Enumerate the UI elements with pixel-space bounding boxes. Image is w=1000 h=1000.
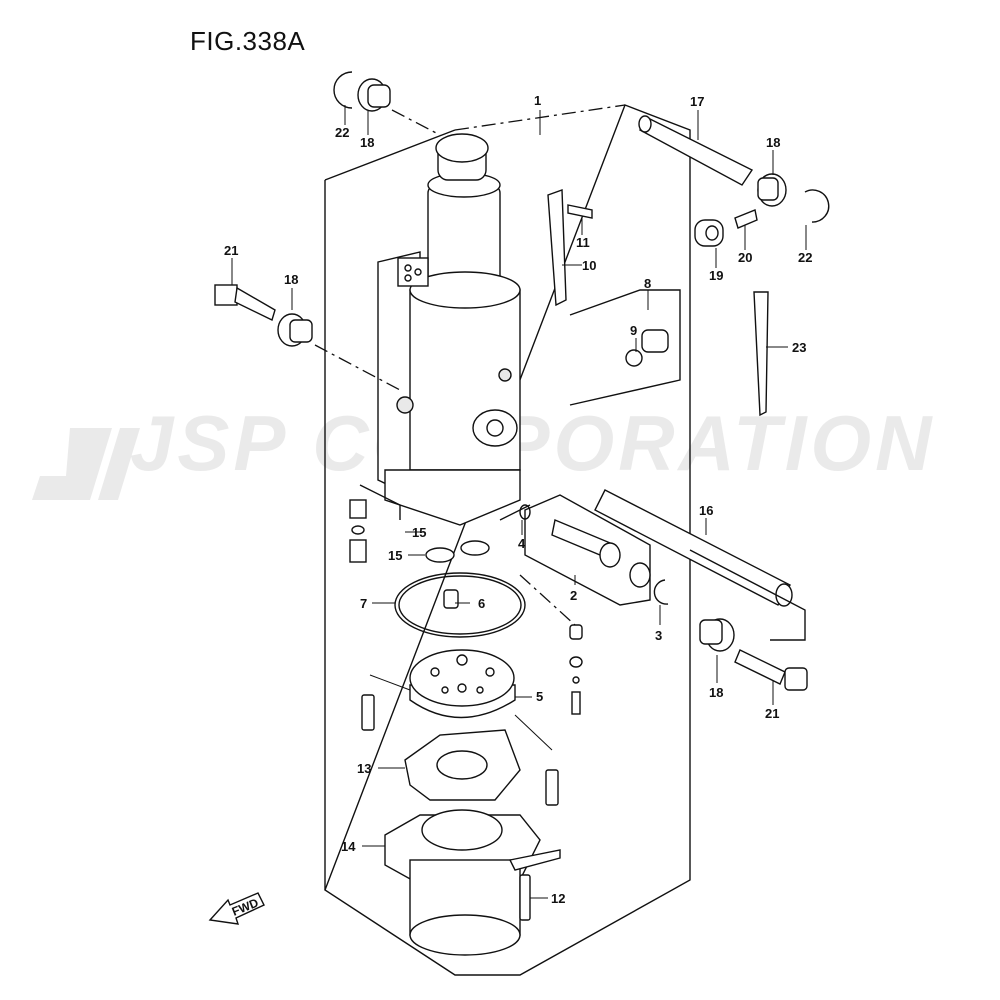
callout-4: 4 (518, 536, 526, 551)
callout-5: 5 (536, 689, 543, 704)
callout-22: 22 (335, 125, 349, 140)
callout-13: 13 (357, 761, 371, 776)
motor-14 (384, 809, 561, 956)
shaft-16 (594, 489, 793, 607)
callout-14: 14 (341, 839, 356, 854)
bolt-21-left (214, 284, 276, 321)
screw-12 (519, 874, 531, 921)
callout-18: 18 (360, 135, 374, 150)
callout-17: 17 (690, 94, 704, 109)
callout-11: 11 (576, 235, 590, 250)
callout-15: 15 (412, 525, 426, 540)
callout-10: 10 (582, 258, 596, 273)
callout-21: 21 (765, 706, 779, 721)
fwd-arrow-icon (208, 892, 265, 925)
callout-20: 20 (738, 250, 752, 265)
callout-18: 18 (709, 685, 723, 700)
plug-8 (625, 329, 669, 367)
spacer-19 (694, 219, 724, 247)
assembly-outline (324, 104, 691, 976)
watermark: JSP CORPORATION (32, 399, 935, 500)
trim-cylinder (377, 133, 521, 526)
pump-5 (409, 649, 516, 719)
callout-18: 18 (766, 135, 780, 150)
bushing-18-lower (699, 618, 735, 652)
callout-7: 7 (360, 596, 367, 611)
fwd-arrow: FWD (208, 892, 265, 925)
callout-8: 8 (644, 276, 651, 291)
pump-screw-right (545, 769, 559, 806)
bushing-top-left (333, 71, 391, 112)
o-ring-15-b (349, 539, 367, 563)
figure-title: FIG.338A (190, 26, 306, 56)
callout-3: 3 (655, 628, 662, 643)
callout-21: 21 (224, 243, 238, 258)
o-ring-7 (394, 572, 526, 638)
callout-15: 15 (388, 548, 402, 563)
callout-23: 23 (792, 340, 806, 355)
pump-screw-left (361, 694, 375, 731)
o-ring-15-d (460, 540, 490, 556)
callout-6: 6 (478, 596, 485, 611)
callout-19: 19 (709, 268, 723, 283)
watermark-logo-icon (32, 428, 140, 500)
callout-9: 9 (630, 323, 637, 338)
leader-lines (231, 105, 807, 899)
bushing-right-18 (757, 173, 830, 223)
callout-labels: 1 17 18 18 18 18 22 22 11 10 19 20 21 21… (224, 93, 812, 906)
bolt-20 (734, 209, 758, 229)
bolt-21-lower (734, 649, 808, 691)
watermark-text: JSP CORPORATION (130, 399, 935, 487)
o-ring-15-c (425, 547, 455, 563)
callout-16: 16 (699, 503, 713, 518)
cable-tie-23 (753, 291, 769, 417)
callout-18: 18 (284, 272, 298, 287)
bushing-18-left (277, 313, 313, 347)
screw-11 (567, 204, 593, 219)
clamp-10 (547, 189, 567, 307)
callout-1: 1 (534, 93, 541, 108)
callout-12: 12 (551, 891, 565, 906)
filter-6 (443, 589, 459, 609)
fwd-label: FWD (230, 895, 261, 918)
base-plate-13 (404, 729, 521, 801)
trim-shaft-17 (638, 115, 754, 186)
callout-2: 2 (570, 588, 577, 603)
callout-22: 22 (798, 250, 812, 265)
o-ring-15-a (349, 499, 367, 519)
manual-valve-2 (524, 494, 669, 606)
